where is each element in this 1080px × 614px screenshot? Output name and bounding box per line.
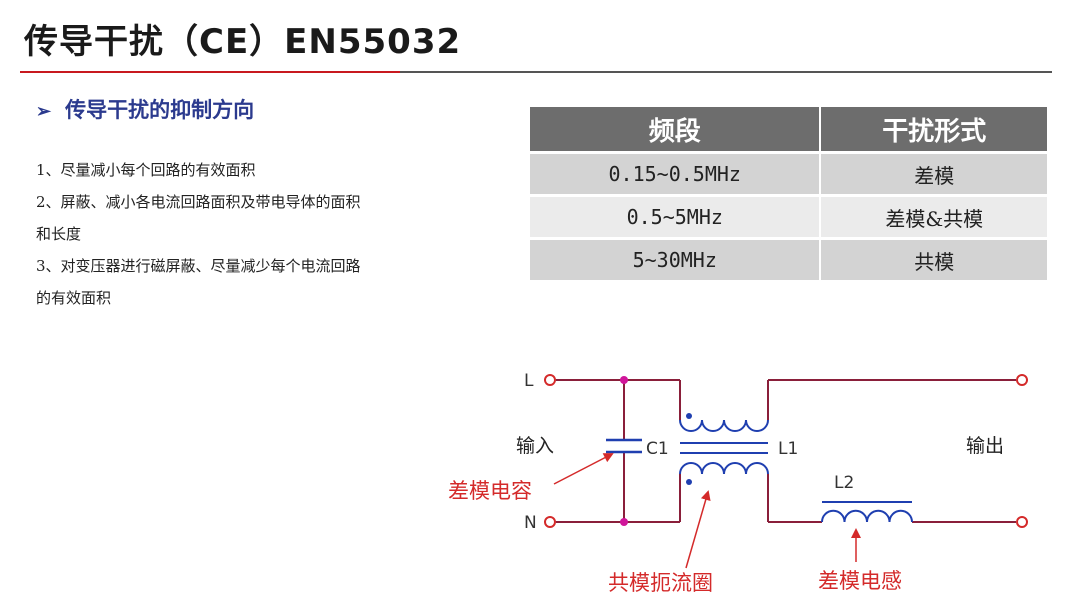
list-item: 3、对变压器进行磁屏蔽、尽量减少每个电流回路 xyxy=(36,257,361,275)
label-input: 输入 xyxy=(516,435,554,457)
label-l: L xyxy=(524,371,534,391)
annotation-dm-inductor: 差模电感 xyxy=(818,569,902,593)
terminal-l-out xyxy=(1016,374,1028,386)
header-interference-type: 干扰形式 xyxy=(821,107,1047,151)
arrow-bullet-icon: ➢ xyxy=(36,101,52,122)
label-l1: L1 xyxy=(778,439,798,459)
label-c1: C1 xyxy=(646,439,669,459)
terminal-n-out xyxy=(1016,516,1028,528)
cell-band: 0.5~5MHz xyxy=(530,197,822,237)
list-item: 2、屏蔽、减小各电流回路面积及带电导体的面积 xyxy=(36,193,361,211)
cell-type: 共模 xyxy=(821,240,1047,280)
annotation-dm-capacitor: 差模电容 xyxy=(448,479,532,503)
cell-type: 差模&共模 xyxy=(821,197,1047,237)
differential-inductor-l2 xyxy=(821,501,913,523)
capacitor-c1 xyxy=(606,376,642,526)
list-item: 的有效面积 xyxy=(36,289,112,307)
terminal-l-in xyxy=(544,374,556,386)
label-n: N xyxy=(524,513,537,533)
table-header-row: 频段 干扰形式 xyxy=(530,107,1047,151)
title-underline xyxy=(400,71,1052,73)
n-line-wire xyxy=(556,474,1016,523)
terminal-n-in xyxy=(544,516,556,528)
section-heading-text: 传导干扰的抑制方向 xyxy=(65,97,255,122)
title-underline-accent xyxy=(20,71,400,73)
frequency-table: 频段 干扰形式 0.15~0.5MHz 差模 0.5~5MHz 差模&共模 5~… xyxy=(530,104,1047,283)
annotation-cm-choke: 共模扼流圈 xyxy=(608,571,713,595)
l-line-wire xyxy=(556,379,1016,420)
table-row: 0.15~0.5MHz 差模 xyxy=(530,154,1047,194)
label-l2: L2 xyxy=(834,473,854,493)
page-title: 传导干扰（CE）EN55032 xyxy=(24,22,462,62)
common-mode-choke-l1 xyxy=(679,413,769,485)
cell-type: 差模 xyxy=(821,154,1047,194)
section-heading: ➢ 传导干扰的抑制方向 xyxy=(36,94,254,124)
list-item: 和长度 xyxy=(36,225,82,243)
list-item: 1、尽量减小每个回路的有效面积 xyxy=(36,161,256,179)
annotation-arrow-cap xyxy=(553,453,614,485)
label-output: 输出 xyxy=(966,435,1004,457)
annotation-arrow-choke xyxy=(685,490,711,569)
suppression-list: 1、尽量减小每个回路的有效面积 2、屏蔽、减小各电流回路面积及带电导体的面积 和… xyxy=(36,154,456,314)
table-row: 0.5~5MHz 差模&共模 xyxy=(530,197,1047,237)
cell-band: 5~30MHz xyxy=(530,240,822,280)
cell-band: 0.15~0.5MHz xyxy=(530,154,822,194)
table-row: 5~30MHz 共模 xyxy=(530,240,1047,280)
header-frequency-band: 频段 xyxy=(530,107,822,151)
